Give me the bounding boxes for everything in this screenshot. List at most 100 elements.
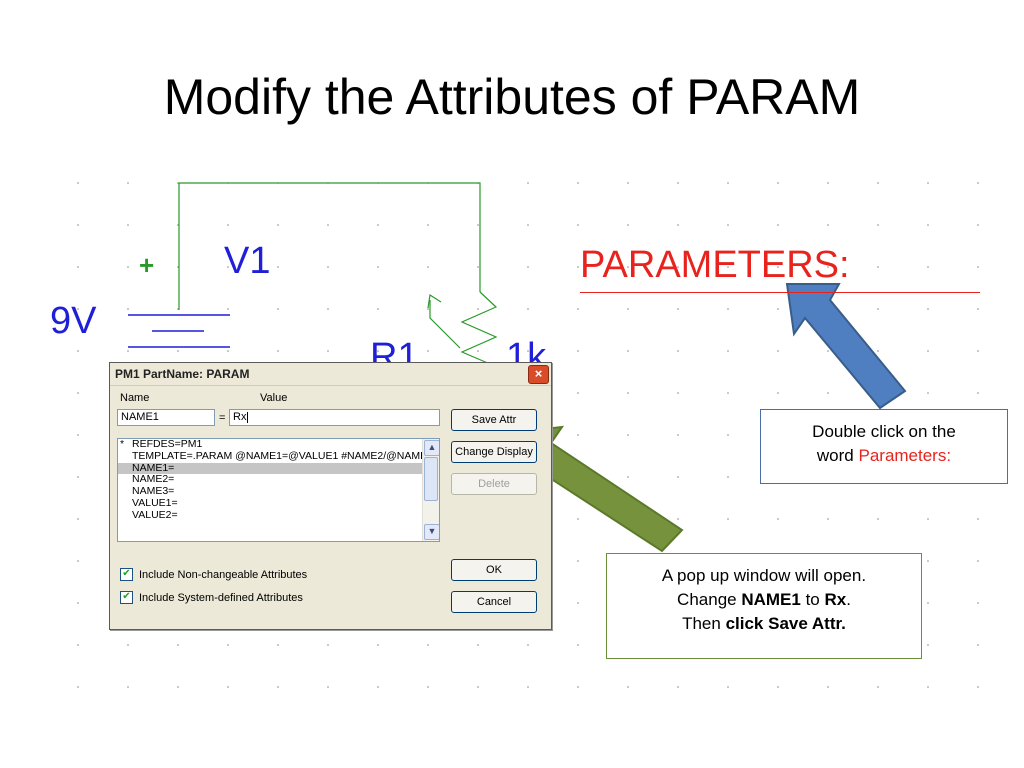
grid-dot (77, 308, 79, 310)
grid-dot (327, 644, 329, 646)
attribute-row[interactable]: TEMPLATE=.PARAM @NAME1=@VALUE1 #NAME2/@N… (118, 449, 439, 463)
grid-dot (527, 350, 529, 352)
grid-dot (127, 182, 129, 184)
cancel-button[interactable]: Cancel (451, 591, 537, 613)
parameters-underline (580, 292, 980, 293)
list-scrollbar[interactable]: ▲ ▼ (422, 439, 439, 541)
grid-dot (77, 350, 79, 352)
close-icon[interactable]: × (528, 365, 549, 384)
grid-dot (77, 518, 79, 520)
attribute-text: TEMPLATE=.PARAM @NAME1=@VALUE1 #NAME2/@N… (132, 449, 433, 462)
grid-dot (77, 560, 79, 562)
attribute-row[interactable]: NAME2= (118, 473, 439, 486)
attribute-row[interactable]: VALUE2= (118, 508, 439, 522)
grid-dot (177, 686, 179, 688)
grid-dot (927, 602, 929, 604)
grid-dot (627, 476, 629, 478)
grid-dot (127, 350, 129, 352)
checkbox-row-non-changeable[interactable]: ✔ Include Non-changeable Attributes (120, 568, 307, 581)
grid-dot (127, 686, 129, 688)
scroll-down-icon[interactable]: ▼ (424, 524, 439, 540)
grid-dot (77, 686, 79, 688)
checkbox-row-system-defined[interactable]: ✔ Include System-defined Attributes (120, 591, 303, 604)
grid-dot (977, 644, 979, 646)
grid-dot (877, 518, 879, 520)
grid-dot (527, 224, 529, 226)
check-icon[interactable]: ✔ (120, 591, 133, 604)
attribute-text: VALUE2= (132, 508, 178, 521)
grid-dot (677, 476, 679, 478)
grid-dot (927, 644, 929, 646)
grid-dot (277, 644, 279, 646)
grid-dot (827, 686, 829, 688)
dialog-titlebar[interactable]: PM1 PartName: PARAM × (110, 363, 551, 386)
grid-dot (227, 644, 229, 646)
check-icon[interactable]: ✔ (120, 568, 133, 581)
grid-dot (977, 602, 979, 604)
grid-dot (427, 308, 429, 310)
grid-dot (627, 224, 629, 226)
parameters-label[interactable]: PARAMETERS: (580, 244, 850, 286)
grid-dot (977, 350, 979, 352)
grid-dot (977, 308, 979, 310)
scrollbar-thumb[interactable] (424, 457, 438, 501)
v1-label: V1 (224, 240, 271, 282)
grid-dot (377, 308, 379, 310)
scroll-up-icon[interactable]: ▲ (424, 440, 439, 456)
grid-dot (577, 560, 579, 562)
callout-text: . (846, 590, 851, 609)
grid-dot (877, 308, 879, 310)
grid-dot (427, 224, 429, 226)
attribute-row[interactable]: NAME1= (118, 461, 439, 475)
grid-dot (227, 686, 229, 688)
grid-dot (827, 224, 829, 226)
attribute-text: NAME1= (132, 461, 175, 474)
grid-dot (327, 224, 329, 226)
value-column-label: Value (260, 392, 288, 404)
grid-dot (477, 644, 479, 646)
grid-dot (727, 392, 729, 394)
checkbox-label: Include Non-changeable Attributes (139, 568, 308, 581)
grid-dot (677, 224, 679, 226)
grid-dot (927, 266, 929, 268)
grid-dot (677, 434, 679, 436)
voltage-label: 9V (50, 300, 97, 342)
grid-dot (227, 266, 229, 268)
delete-button[interactable]: Delete (451, 473, 537, 495)
grid-dot (577, 350, 579, 352)
grid-dot (977, 266, 979, 268)
grid-dot (327, 266, 329, 268)
attribute-row[interactable]: *REFDES=PM1 (118, 439, 439, 451)
param-attributes-dialog: PM1 PartName: PARAM × Name Value NAME1 =… (109, 362, 552, 630)
grid-dot (227, 308, 229, 310)
grid-dot (927, 392, 929, 394)
change-display-button[interactable]: Change Display (451, 441, 537, 463)
grid-dot (577, 518, 579, 520)
ok-button[interactable]: OK (451, 559, 537, 581)
grid-dot (327, 686, 329, 688)
callout-highlight: Parameters: (858, 446, 952, 465)
attribute-text: NAME2= (132, 473, 175, 486)
name-input[interactable]: NAME1 (117, 409, 215, 426)
value-input[interactable]: Rx (229, 409, 440, 426)
attribute-row[interactable]: NAME3= (118, 485, 439, 498)
attribute-row[interactable]: VALUE1= (118, 497, 439, 510)
grid-dot (827, 266, 829, 268)
grid-dot (927, 518, 929, 520)
grid-dot (277, 308, 279, 310)
grid-dot (277, 686, 279, 688)
grid-dot (427, 350, 429, 352)
grid-dot (377, 224, 379, 226)
grid-dot (377, 644, 379, 646)
grid-dot (477, 308, 479, 310)
pot-arrow-head (427, 294, 442, 309)
grid-dot (727, 224, 729, 226)
grid-dot (277, 266, 279, 268)
grid-dot (677, 518, 679, 520)
callout-bold: click Save Attr. (725, 614, 846, 633)
grid-dot (627, 686, 629, 688)
grid-dot (277, 350, 279, 352)
grid-dot (627, 182, 629, 184)
save-attr-button[interactable]: Save Attr (451, 409, 537, 431)
